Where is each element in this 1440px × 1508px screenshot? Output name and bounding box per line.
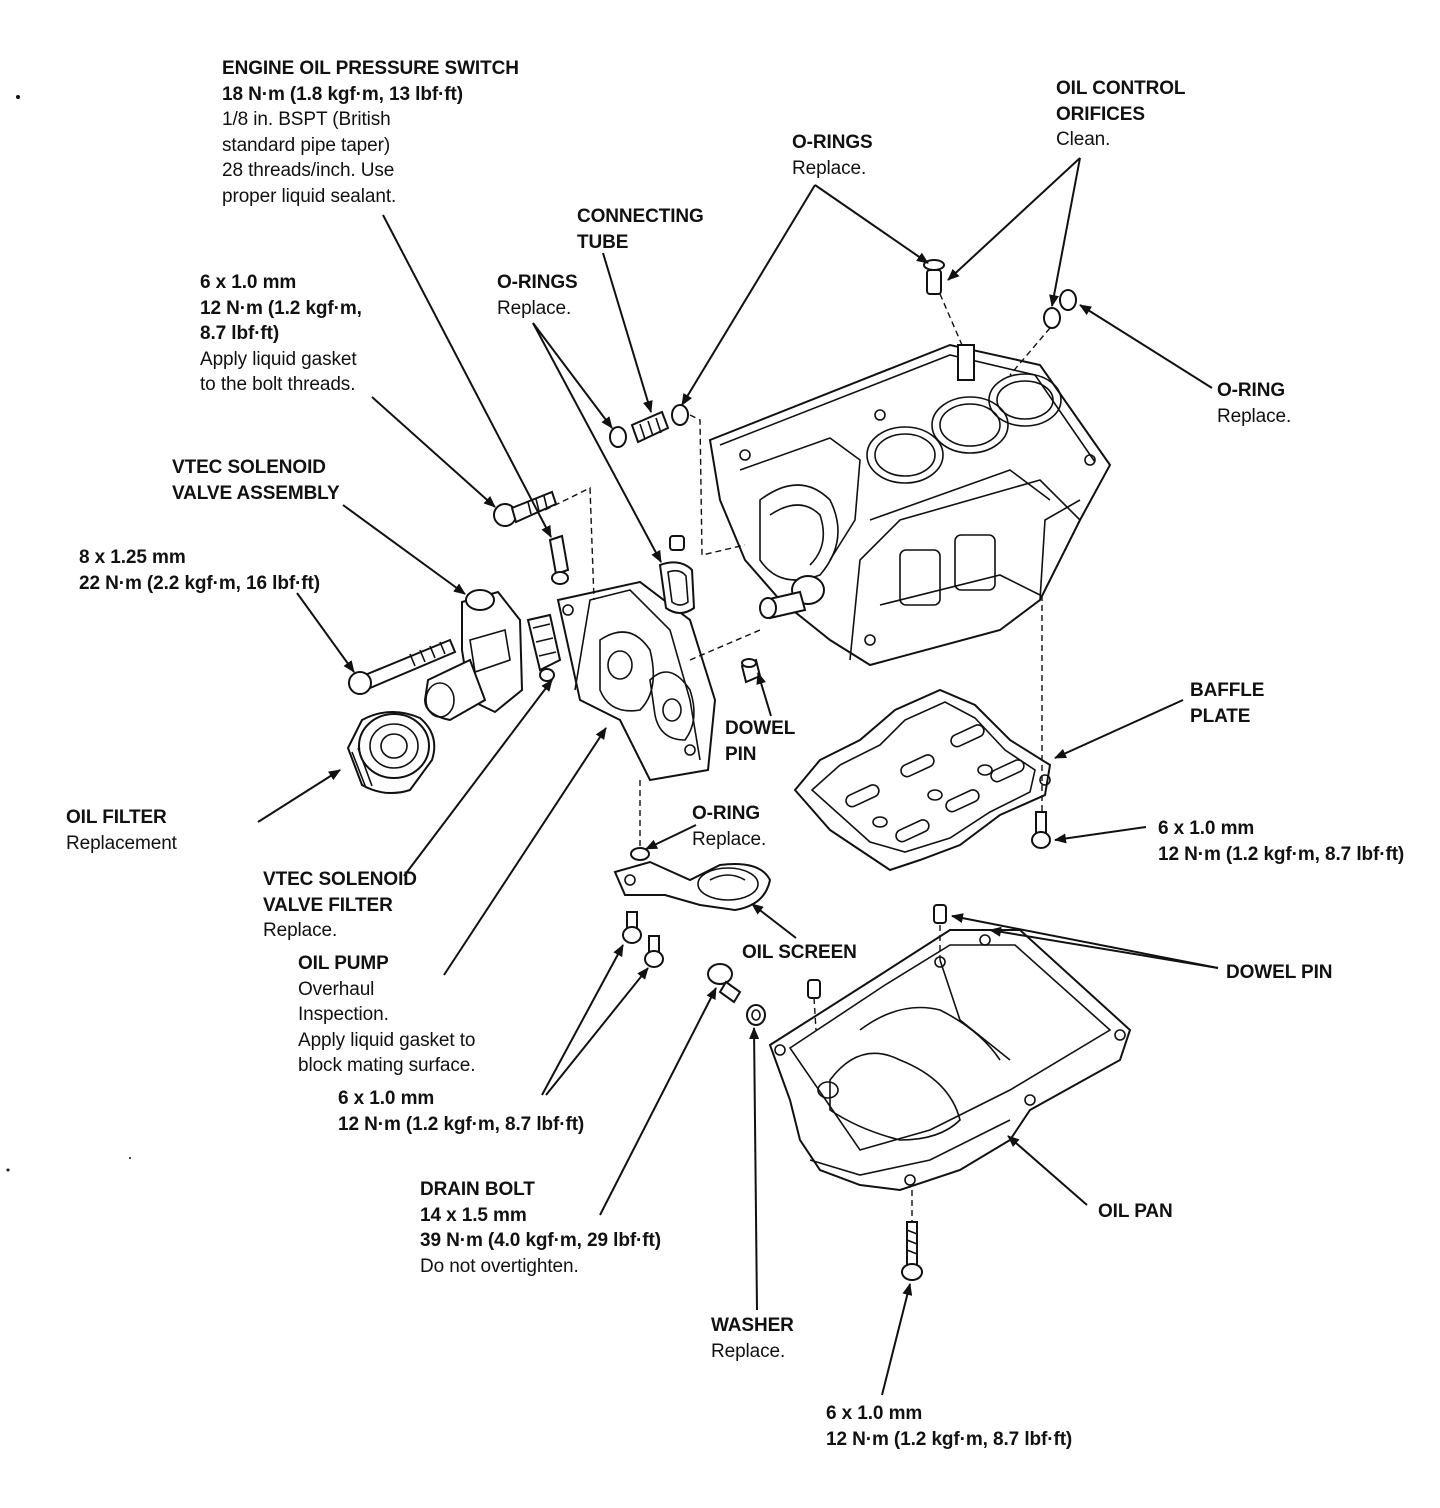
label-line: 12 N·m (1.2 kgf·m, 8.7 lbf·ft) bbox=[1158, 843, 1405, 865]
dowel-pin-part bbox=[740, 658, 762, 684]
label-line: O-RING bbox=[692, 803, 761, 824]
label-line: 6 x 1.0 mm bbox=[1158, 818, 1255, 839]
label-line: VTEC SOLENOID bbox=[172, 457, 326, 478]
label-line: O-RING bbox=[1217, 380, 1286, 401]
bolt-part-upper bbox=[493, 490, 558, 527]
label-oil-pan: OIL PAN bbox=[1098, 1199, 1173, 1225]
label-line: Do not overtighten. bbox=[420, 1255, 579, 1277]
scan-specks bbox=[6, 95, 131, 1172]
label-line: 18 N·m (1.8 kgf·m, 13 lbf·ft) bbox=[222, 83, 463, 105]
drain-bolt-part bbox=[707, 963, 766, 1026]
label-line: CONNECTING bbox=[577, 206, 704, 227]
label-line: 28 threads/inch. Use bbox=[222, 160, 395, 181]
label-line: DRAIN BOLT bbox=[420, 1179, 535, 1200]
label-line: Replace. bbox=[1217, 405, 1292, 427]
label-line: block mating surface. bbox=[298, 1055, 476, 1076]
label-line: OIL PAN bbox=[1098, 1201, 1173, 1222]
baffle-plate-part bbox=[793, 688, 1052, 872]
label-line: VALVE ASSEMBLY bbox=[172, 482, 340, 504]
label-line: Replace. bbox=[711, 1340, 786, 1362]
label-oil-screen: OIL SCREEN bbox=[742, 940, 857, 966]
label-bolt-pump: 6 x 1.0 mm 12 N·m (1.2 kgf·m, 8.7 lbf·ft) bbox=[338, 1086, 584, 1137]
label-line: OIL FILTER bbox=[66, 807, 167, 828]
label-line: proper liquid sealant. bbox=[222, 185, 397, 207]
label-line: 39 N·m (4.0 kgf·m, 29 lbf·ft) bbox=[420, 1230, 661, 1251]
label-line: DOWEL PIN bbox=[1226, 962, 1333, 983]
oil-control-orifice-parts bbox=[923, 259, 1077, 376]
label-dowel-pin-right: DOWEL PIN bbox=[1226, 960, 1333, 986]
label-line: WASHER bbox=[711, 1315, 794, 1336]
label-o-ring-pump: O-RING Replace. bbox=[692, 801, 766, 852]
label-connecting-tube: CONNECTING TUBE bbox=[577, 204, 704, 255]
oil-filter-part bbox=[346, 711, 436, 795]
label-o-rings-mid: O-RINGS Replace. bbox=[497, 270, 578, 321]
label-line: ORIFICES bbox=[1056, 103, 1145, 125]
label-line: PLATE bbox=[1190, 705, 1251, 727]
label-vtec-solenoid-valve-assembly: VTEC SOLENOID VALVE ASSEMBLY bbox=[172, 455, 340, 506]
label-drain-bolt: DRAIN BOLT 14 x 1.5 mm 39 N·m (4.0 kgf·m, … bbox=[420, 1177, 661, 1279]
label-line: 14 x 1.5 mm bbox=[420, 1204, 527, 1226]
oil-pan-part bbox=[768, 904, 1132, 1192]
label-line: 22 N·m (2.2 kgf·m, 16 lbf·ft) bbox=[79, 572, 320, 594]
label-engine-oil-pressure-switch: ENGINE OIL PRESSURE SWITCH 18 N·m (1.8 kg… bbox=[222, 56, 519, 209]
label-line: 12 N·m (1.2 kgf·m, 8.7 lbf·ft) bbox=[338, 1113, 585, 1135]
label-line: Replace. bbox=[263, 920, 338, 941]
label-line: Replacement bbox=[66, 832, 177, 854]
pump-bolts-part bbox=[622, 911, 664, 968]
label-line: Replace. bbox=[692, 828, 767, 850]
label-line: standard pipe taper) bbox=[222, 134, 391, 156]
label-line: OIL PUMP bbox=[298, 953, 389, 974]
label-o-rings-top: O-RINGS Replace. bbox=[792, 130, 873, 181]
label-line: 6 x 1.0 mm bbox=[826, 1403, 923, 1424]
engine-block bbox=[708, 343, 1112, 667]
label-line: OIL CONTROL bbox=[1056, 78, 1186, 99]
label-vtec-solenoid-valve-filter: VTEC SOLENOID VALVE FILTER Replace. bbox=[263, 867, 417, 944]
label-line: TUBE bbox=[577, 231, 629, 253]
label-line: 12 N·m (1.2 kgf·m, bbox=[200, 297, 362, 319]
connecting-tube-parts bbox=[609, 404, 746, 556]
label-line: 8 x 1.25 mm bbox=[79, 547, 186, 568]
label-line: Apply liquid gasket bbox=[200, 348, 357, 370]
label-washer: WASHER Replace. bbox=[711, 1313, 794, 1364]
label-line: ENGINE OIL PRESSURE SWITCH bbox=[222, 58, 519, 79]
label-bolt-baffle: 6 x 1.0 mm 12 N·m (1.2 kgf·m, 8.7 lbf·ft) bbox=[1158, 816, 1404, 867]
label-bolt-6x1-liquid-gasket: 6 x 1.0 mm 12 N·m (1.2 kgf·m, 8.7 lbf·ft) A… bbox=[200, 270, 362, 398]
label-baffle-plate: BAFFLE PLATE bbox=[1190, 678, 1264, 729]
label-line: 1/8 in. BSPT (British bbox=[222, 109, 391, 130]
label-oil-filter: OIL FILTER Replacement bbox=[66, 805, 177, 856]
label-line: Apply liquid gasket to bbox=[298, 1029, 476, 1051]
oil-pump bbox=[544, 486, 761, 850]
label-line: Overhaul bbox=[298, 978, 375, 1000]
label-line: Clean. bbox=[1056, 129, 1111, 150]
label-line: 12 N·m (1.2 kgf·m, 8.7 lbf·ft) bbox=[826, 1428, 1073, 1450]
oil-pressure-switch-part bbox=[548, 534, 570, 585]
vtec-solenoid-assembly-part bbox=[348, 589, 562, 722]
label-o-ring-right: O-RING Replace. bbox=[1217, 378, 1291, 429]
leader-lines bbox=[257, 157, 1219, 1396]
label-oil-control-orifices: OIL CONTROL ORIFICES Clean. bbox=[1056, 76, 1186, 153]
label-bolt-8x1-25: 8 x 1.25 mm 22 N·m (2.2 kgf·m, 16 lbf·ft) bbox=[79, 545, 320, 596]
label-line: Inspection. bbox=[298, 1004, 389, 1025]
label-line: BAFFLE bbox=[1190, 680, 1265, 701]
pan-bolt-part bbox=[901, 1190, 923, 1281]
label-line: VALVE FILTER bbox=[263, 894, 393, 916]
oil-screen-part bbox=[613, 847, 772, 912]
label-line: OIL SCREEN bbox=[742, 942, 857, 963]
label-bolt-pan: 6 x 1.0 mm 12 N·m (1.2 kgf·m, 8.7 lbf·ft) bbox=[826, 1401, 1072, 1452]
label-line: 6 x 1.0 mm bbox=[200, 272, 297, 293]
label-line: 6 x 1.0 mm bbox=[338, 1088, 435, 1109]
label-line: to the bolt threads. bbox=[200, 374, 356, 395]
label-line: PIN bbox=[725, 743, 757, 765]
baffle-bolt-part bbox=[1031, 595, 1051, 849]
label-line: O-RINGS bbox=[792, 132, 873, 153]
label-line: DOWEL bbox=[725, 718, 796, 739]
label-line: 8.7 lbf·ft) bbox=[200, 323, 280, 344]
label-line: Replace. bbox=[792, 157, 867, 179]
label-dowel-pin-mid: DOWEL PIN bbox=[725, 716, 795, 767]
label-line: Replace. bbox=[497, 297, 572, 319]
label-line: O-RINGS bbox=[497, 272, 578, 293]
label-line: VTEC SOLENOID bbox=[263, 869, 417, 890]
